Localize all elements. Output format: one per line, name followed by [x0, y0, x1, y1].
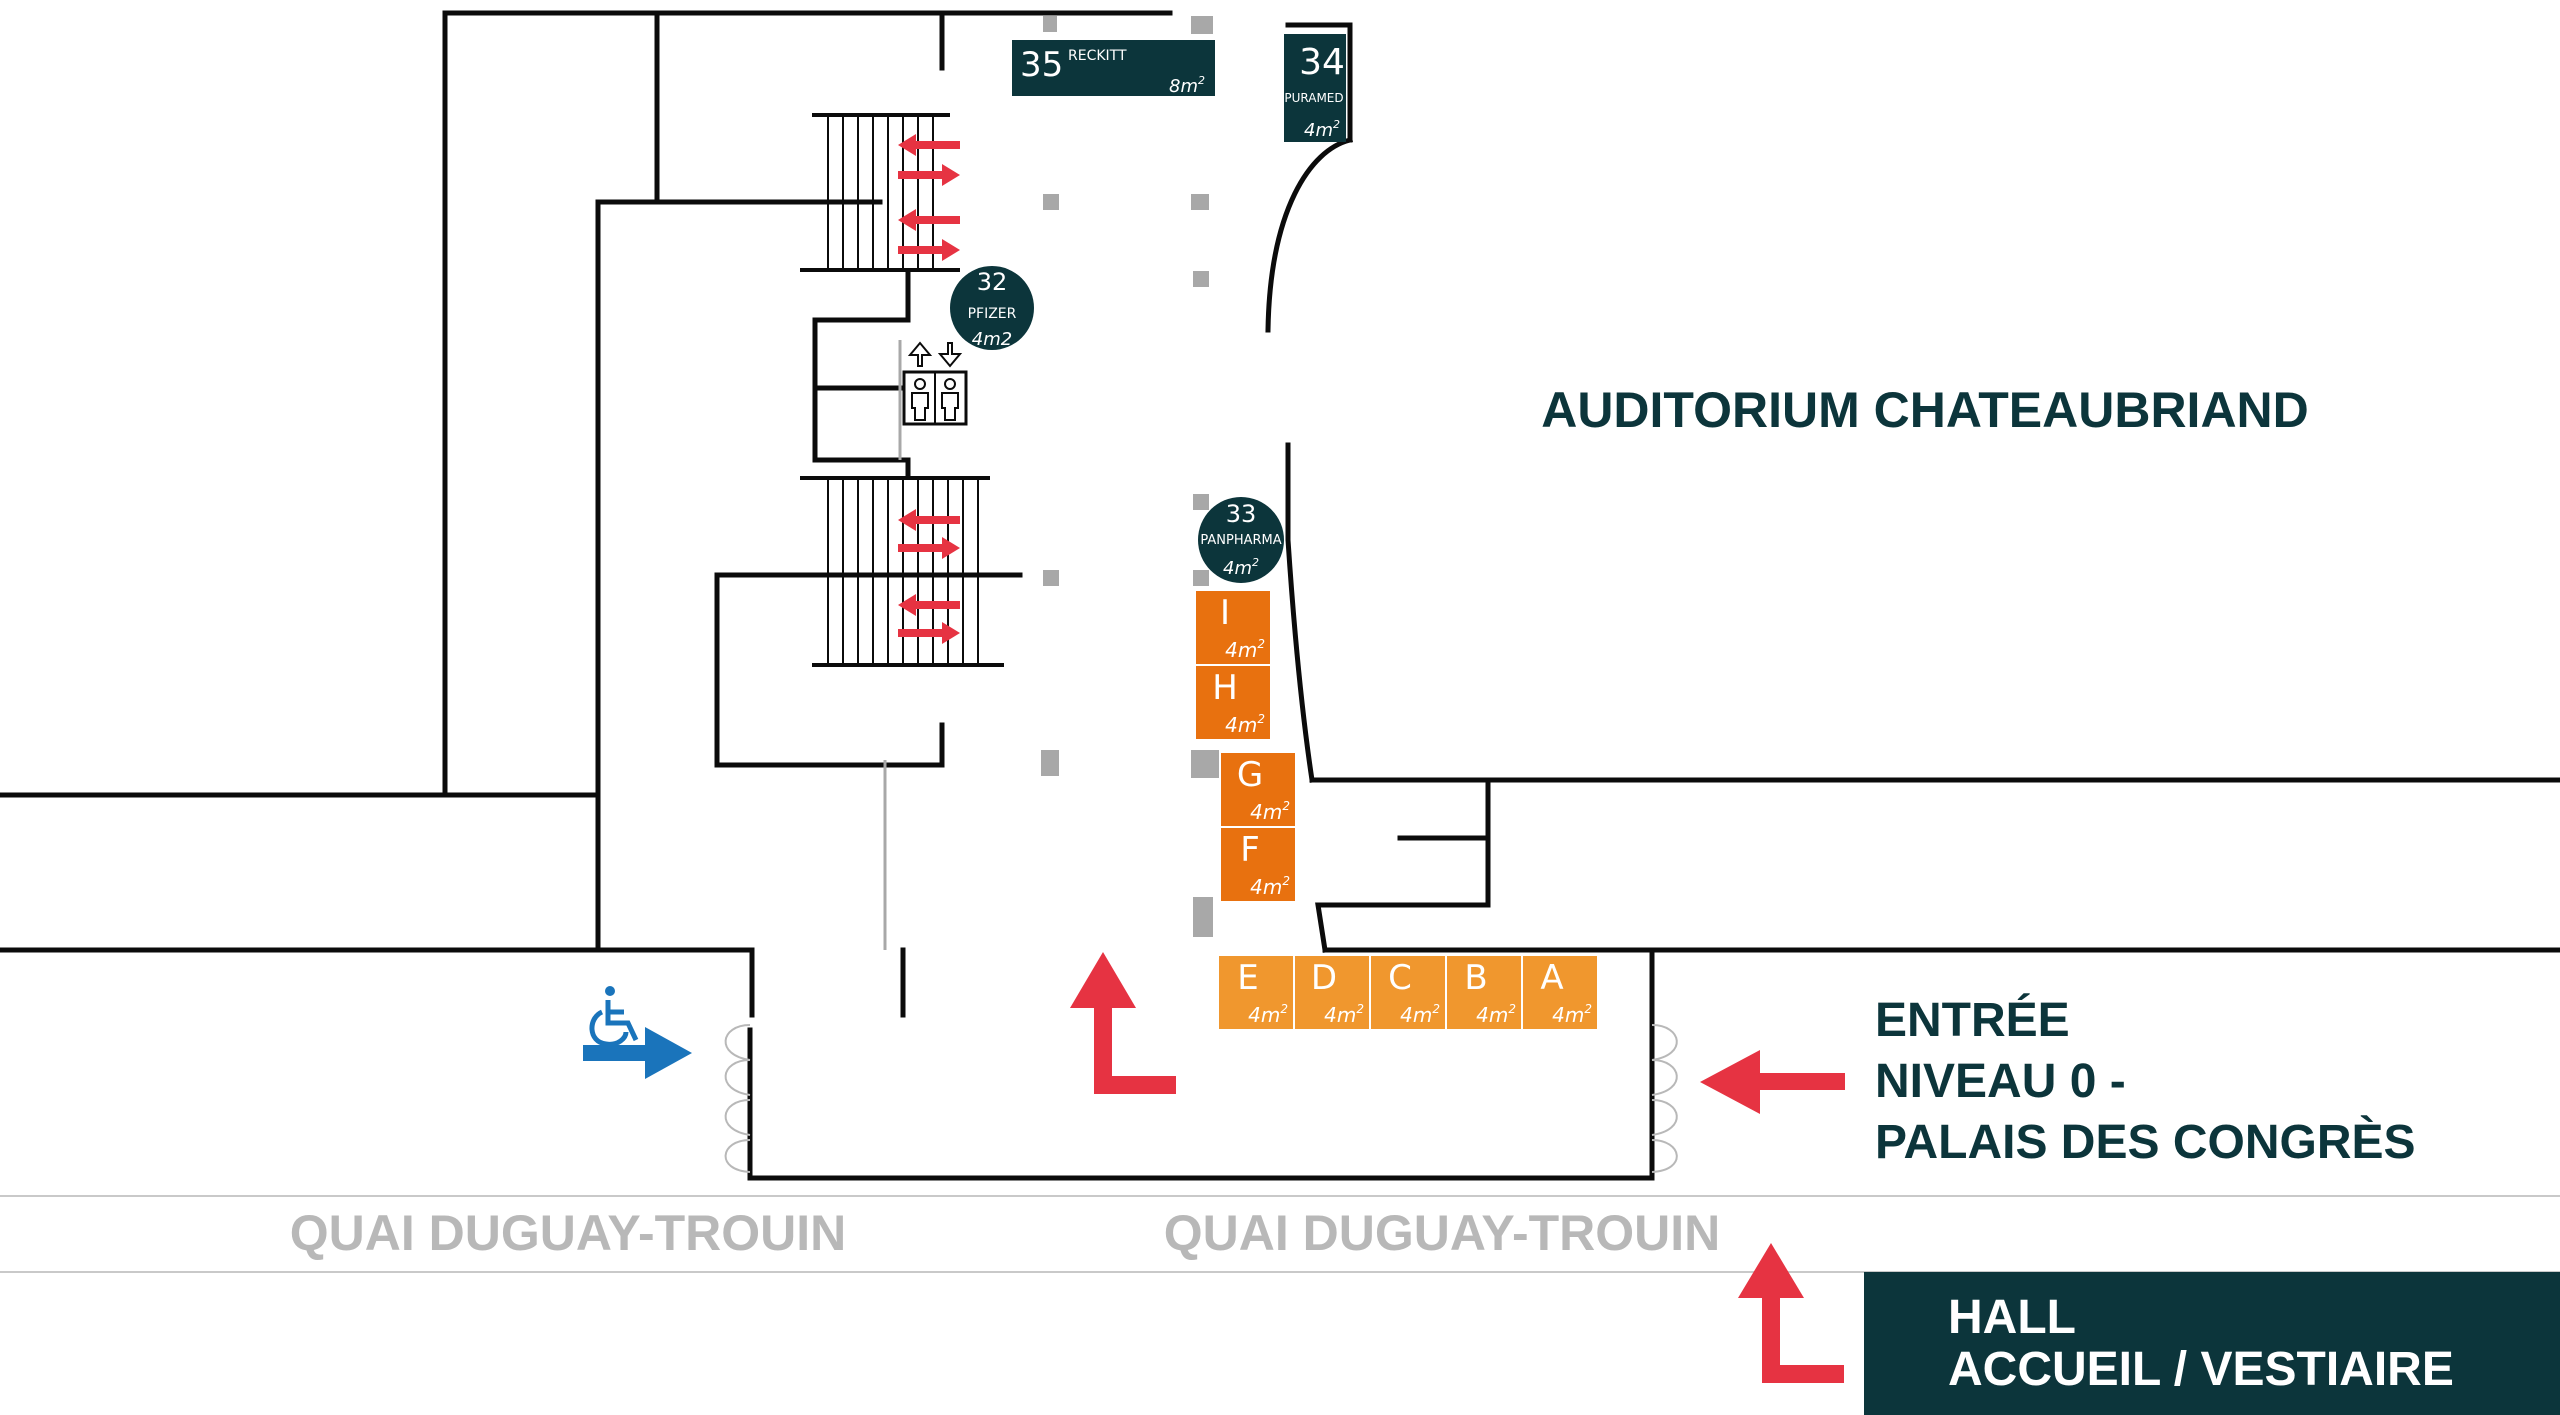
entrance-label-line3: PALAIS DES CONGRÈS [1875, 1115, 2416, 1169]
booth-i[interactable]: I 4m2 [1194, 589, 1272, 666]
stair-direction-arrows [898, 134, 960, 644]
entrance-label: ENTRÉE NIVEAU 0 - PALAIS DES CONGRÈS [1875, 993, 2416, 1169]
stand-32-name: PFIZER [968, 306, 1017, 322]
pillar [1041, 750, 1059, 776]
booth-letter: A [1540, 958, 1563, 998]
booth-d[interactable]: D 4m2 [1293, 954, 1371, 1031]
entrance-arrow-icon [1700, 1050, 1845, 1114]
pillars [1041, 16, 1219, 937]
booth-f[interactable]: F 4m2 [1219, 826, 1297, 903]
arrow-left-icon [898, 134, 960, 156]
booth-area: 4m2 [1250, 874, 1290, 899]
auditorium-label: AUDITORIUM CHATEAUBRIAND [1541, 382, 2309, 438]
staircase-lower [800, 476, 1004, 667]
street-band: QUAI DUGUAY-TROUIN QUAI DUGUAY-TROUIN [0, 1195, 2560, 1273]
entrance-doors-right [1651, 1024, 1678, 1173]
booth-area: 4m2 [1225, 637, 1265, 662]
hall-label-line1: HALL [1948, 1291, 2076, 1344]
entrance-label-line2: NIVEAU 0 - [1875, 1055, 2126, 1108]
pillar [1043, 570, 1059, 586]
booth-area: 4m2 [1225, 712, 1265, 737]
street-label-right: QUAI DUGUAY-TROUIN [1164, 1205, 1721, 1261]
building-walls [0, 10, 2560, 1181]
booth-area: 4m2 [1250, 799, 1290, 824]
booth-area: 4m2 [1476, 1002, 1516, 1027]
stand-32[interactable]: 32 PFIZER 4m2 [950, 266, 1034, 350]
stand-33[interactable]: 33 PANPHARMA 4m2 [1198, 497, 1284, 583]
booth-e[interactable]: E 4m2 [1217, 954, 1295, 1031]
arrow-right-icon [898, 164, 960, 186]
entrance-doors-left [724, 1024, 751, 1173]
pillar [1043, 16, 1057, 32]
booth-letter: E [1237, 958, 1258, 998]
pillar [1193, 271, 1209, 287]
hall-box: HALL ACCUEIL / VESTIAIRE [1864, 1272, 2560, 1415]
stand-32-number: 32 [977, 268, 1008, 296]
arrow-right-icon [898, 239, 960, 261]
entrance-label-line1: ENTRÉE [1875, 993, 2070, 1047]
arrow-left-icon [898, 509, 960, 531]
hall-arrow-icon [1738, 1243, 1844, 1383]
booth-area: 4m2 [1324, 1002, 1364, 1027]
booth-letter: D [1311, 958, 1337, 998]
stand-35-number: 35 [1020, 45, 1063, 85]
pillar [1193, 897, 1213, 937]
street-label-left: QUAI DUGUAY-TROUIN [290, 1205, 847, 1261]
pillar [1191, 194, 1209, 210]
booth-letter: H [1212, 668, 1238, 708]
booth-letter: F [1240, 830, 1260, 870]
stand-35-area: 8m2 [1169, 74, 1205, 97]
stand-35-name: RECKITT [1068, 48, 1127, 64]
staircase-upper [800, 113, 960, 272]
wheelchair-icon [589, 986, 639, 1047]
booth-area: 4m2 [1552, 1002, 1592, 1027]
stand-34-number: 34 [1299, 42, 1345, 83]
booth-letter: B [1464, 958, 1487, 998]
stand-34[interactable]: 34 PURAMED 4m2 [1284, 34, 1346, 142]
booth-g[interactable]: G 4m2 [1219, 751, 1297, 828]
stand-33-area: 4m2 [1223, 556, 1259, 579]
booth-letter: G [1237, 755, 1263, 795]
booth-b[interactable]: B 4m2 [1445, 954, 1523, 1031]
booth-c[interactable]: C 4m2 [1369, 954, 1447, 1031]
hall-label-line2: ACCUEIL / VESTIAIRE [1948, 1343, 2454, 1396]
elevator-icon [902, 341, 968, 426]
stand-33-number: 33 [1226, 500, 1257, 528]
staircase-upper-steps [827, 117, 934, 268]
stand-35[interactable]: 35 RECKITT 8m2 [1012, 40, 1215, 97]
booth-letter: I [1220, 593, 1230, 633]
arrow-left-icon [898, 209, 960, 231]
booth-letter: C [1388, 958, 1412, 998]
booth-area: 4m2 [1400, 1002, 1440, 1027]
booth-h[interactable]: H 4m2 [1194, 664, 1272, 741]
stand-32-area: 4m2 [972, 329, 1012, 350]
stand-34-area: 4m2 [1304, 118, 1340, 141]
corridor-arrow-icon [1070, 952, 1176, 1094]
pillar [1193, 570, 1209, 586]
booth-a[interactable]: A 4m2 [1521, 954, 1599, 1031]
stand-33-name: PANPHARMA [1200, 533, 1281, 548]
pillar [1191, 750, 1219, 778]
arrow-right-icon [898, 622, 960, 644]
arrow-right-icon [898, 537, 960, 559]
pillar [1043, 194, 1059, 210]
stand-34-name: PURAMED [1284, 91, 1343, 105]
accessible-arrow-icon [583, 1027, 692, 1079]
pillar [1193, 494, 1209, 510]
arrow-left-icon [898, 594, 960, 616]
pillar [1191, 16, 1213, 34]
booth-area: 4m2 [1248, 1002, 1288, 1027]
